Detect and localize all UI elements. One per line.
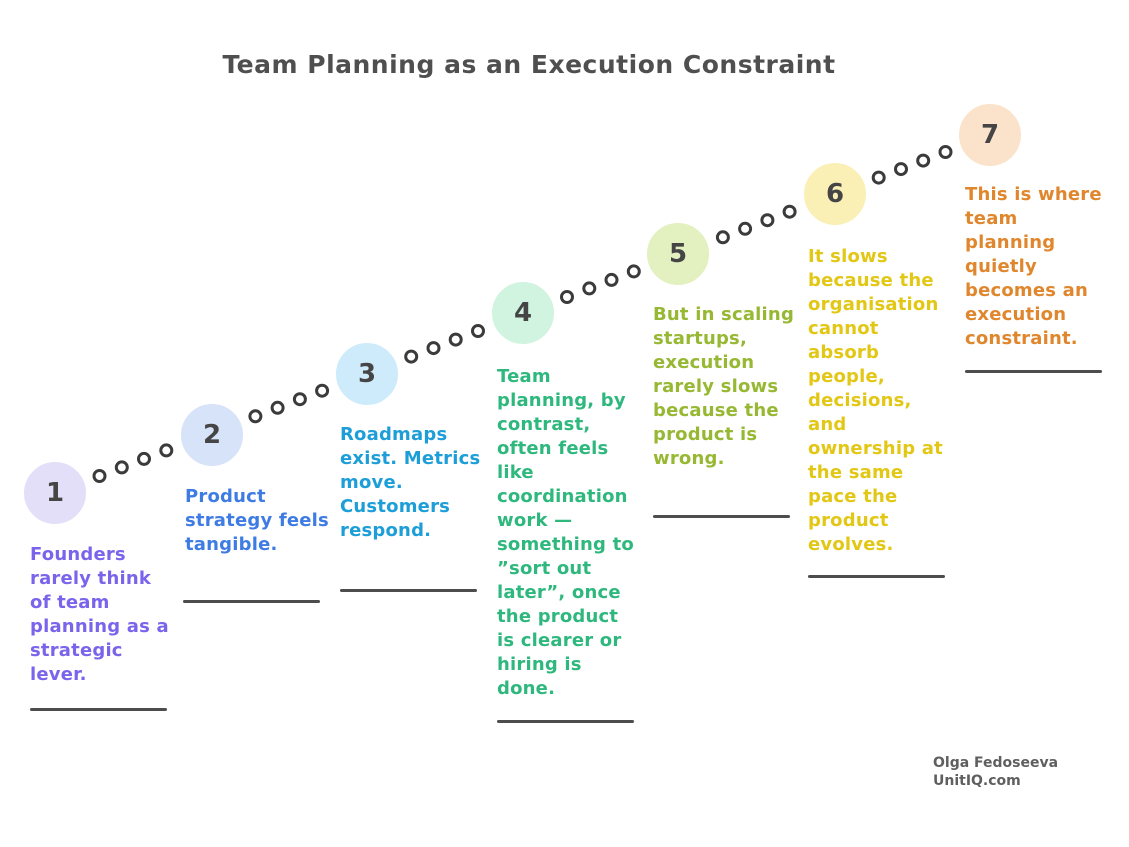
step-1-text: Founders rarely think of team planning a… <box>30 544 169 685</box>
step-1-underline <box>30 708 167 711</box>
step-2-underline <box>183 600 320 603</box>
step-1-circle: 1 <box>20 458 90 528</box>
step-5-circle: 5 <box>643 219 713 289</box>
step-7-underline <box>965 370 1102 373</box>
step-5-number: 5 <box>668 239 688 269</box>
step-6-text: It slows because the organisation cannot… <box>808 246 943 555</box>
step-3-circle: 3 <box>332 339 402 409</box>
step-6-underline <box>808 575 945 578</box>
step-6-number: 6 <box>825 179 845 209</box>
step-3-text: Roadmaps exist. Metrics move. Customers … <box>340 424 481 541</box>
step-7-circle: 7 <box>955 100 1025 170</box>
step-3-number: 3 <box>357 359 377 389</box>
step-4-text: Team planning, by contrast, often feels … <box>497 366 634 699</box>
step-6-circle: 6 <box>800 159 870 229</box>
credit-author: Olga Fedoseeva <box>933 755 1059 771</box>
step-1-number: 1 <box>45 478 65 508</box>
step-5-text: But in scaling startups, execution rarel… <box>653 304 795 469</box>
credit: Olga Fedoseeva UnitIQ.com <box>933 754 1058 790</box>
step-4-circle: 4 <box>488 278 558 348</box>
step-2-text: Product strategy feels tangible. <box>185 486 329 555</box>
step-2-number: 2 <box>202 420 222 450</box>
step-4-number: 4 <box>513 298 533 328</box>
step-5-underline <box>653 515 790 518</box>
credit-site: UnitIQ.com <box>933 773 1021 789</box>
page-title: Team Planning as an Execution Constraint <box>222 50 836 79</box>
step-2-circle: 2 <box>177 400 247 470</box>
step-4-underline <box>497 720 634 723</box>
step-3-underline <box>340 589 477 592</box>
step-7-number: 7 <box>980 120 1000 150</box>
step-7-text: This is where team planning quietly beco… <box>965 184 1102 349</box>
